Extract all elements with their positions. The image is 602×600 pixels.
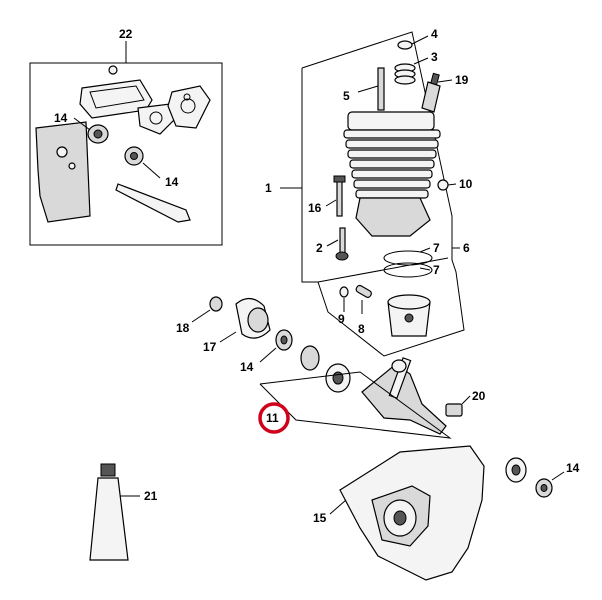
piston-ring-upper: [383, 250, 433, 266]
crankcase-group: 15 14: [313, 445, 580, 581]
callout-21[interactable]: 21: [144, 489, 158, 503]
callout-1[interactable]: 1: [265, 181, 272, 195]
callout-7-lower[interactable]: 7: [433, 263, 440, 277]
washer-18: [209, 296, 223, 312]
pin-clip: [339, 286, 349, 298]
assembly-tool: [115, 183, 191, 223]
callout-11[interactable]: 11: [266, 411, 279, 425]
cylinder-group: 4 3 5 19 1 16 10 2 7 7 6 9 8: [265, 27, 473, 357]
callout-3[interactable]: 3: [431, 50, 438, 64]
cylinder-head: [347, 111, 435, 131]
gasket-set-group: 22 14 14: [29, 27, 223, 246]
callout-15[interactable]: 15: [313, 511, 327, 525]
cover-sheet: [35, 121, 91, 223]
callout-19[interactable]: 19: [455, 73, 469, 87]
callout-17[interactable]: 17: [203, 340, 217, 354]
callout-10[interactable]: 10: [459, 177, 473, 191]
gasket-set-frame: [29, 62, 223, 246]
callout-14-crankcase[interactable]: 14: [566, 461, 580, 475]
crankshaft-group: 18 17 14 11 20: [176, 296, 486, 439]
callout-6[interactable]: 6: [463, 241, 470, 255]
callout-14-bearing-left[interactable]: 14: [240, 360, 254, 374]
bolt-16: [336, 179, 343, 217]
highlight-ring-11: [258, 402, 290, 434]
cylinder-fins: [343, 129, 441, 199]
cylinder-base: [355, 197, 431, 237]
callout-5[interactable]: 5: [343, 89, 350, 103]
callout-14-gasket-top[interactable]: 14: [54, 111, 68, 125]
intake-gasket-1: [137, 103, 177, 135]
callout-9[interactable]: 9: [338, 312, 345, 326]
callout-7-upper[interactable]: 7: [433, 241, 440, 255]
callout-14-gasket-bottom[interactable]: 14: [165, 175, 179, 189]
grease-tube: [89, 477, 129, 561]
intake-gasket-2: [167, 85, 211, 129]
cylinder-frame: [301, 31, 465, 357]
callout-16[interactable]: 16: [308, 201, 322, 215]
piston-ring-lower: [383, 262, 433, 278]
ignition-module: [445, 403, 463, 417]
piston-pin: [355, 284, 372, 298]
gasket-small-seal: [108, 65, 118, 75]
callout-22[interactable]: 22: [119, 27, 133, 41]
nut-10: [437, 179, 449, 191]
callout-20[interactable]: 20: [472, 389, 486, 403]
valve-stem: [377, 67, 385, 111]
callout-8[interactable]: 8: [358, 322, 365, 336]
callout-18[interactable]: 18: [176, 321, 190, 335]
callout-4[interactable]: 4: [431, 27, 438, 41]
tube-group: 21: [89, 463, 158, 561]
spark-plug: [421, 81, 441, 113]
callout-2[interactable]: 2: [316, 241, 323, 255]
drive-gear: [300, 345, 320, 371]
tube-cap: [100, 463, 116, 477]
valve-retainer: [397, 40, 413, 50]
